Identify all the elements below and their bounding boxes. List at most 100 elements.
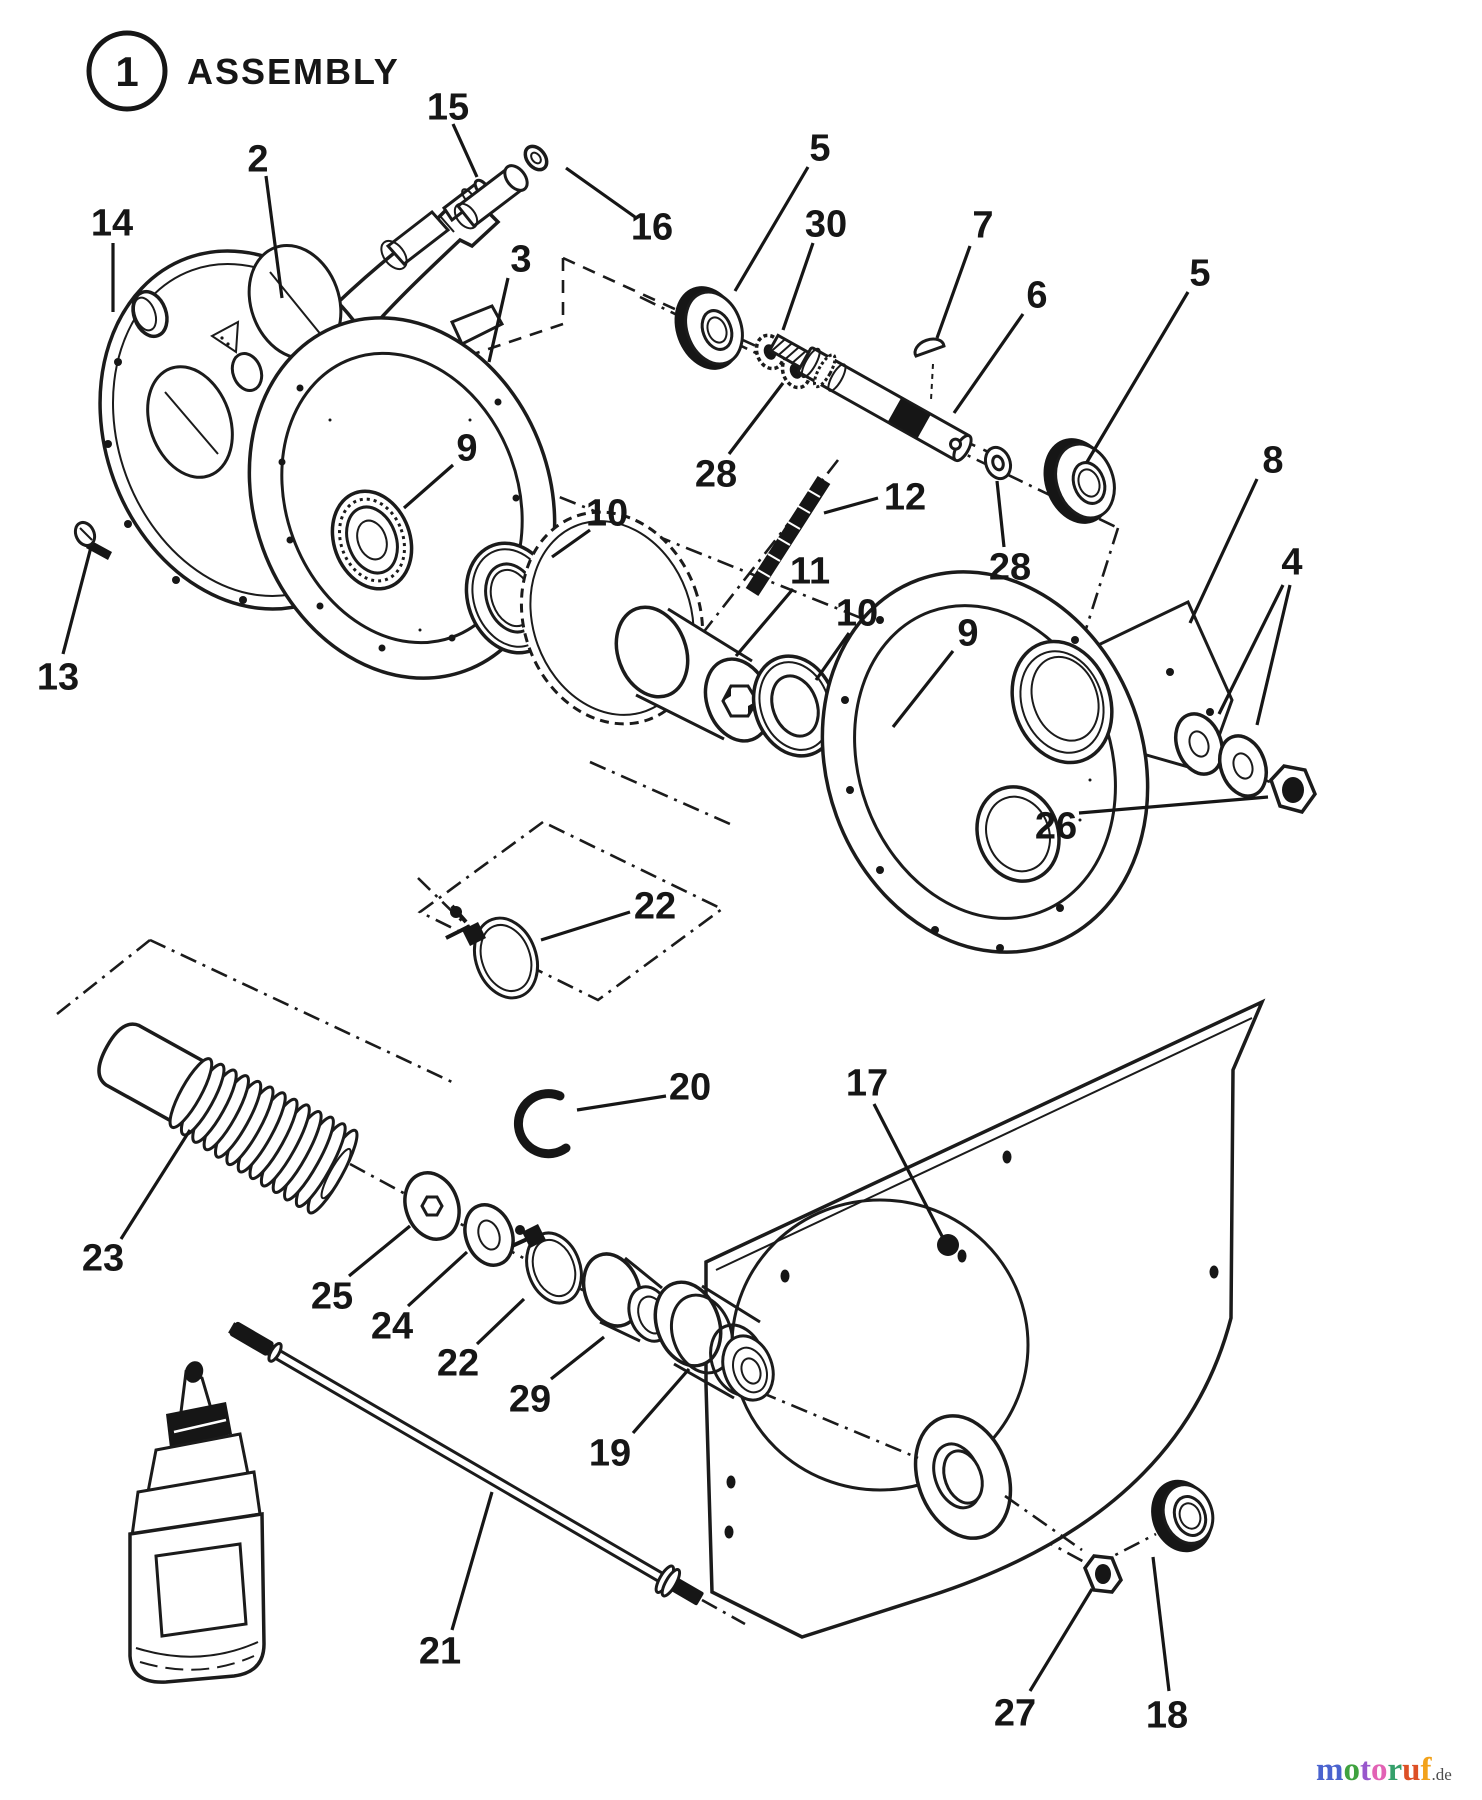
callout-2-leader: [264, 175, 284, 299]
callout-23-leader: [119, 1129, 192, 1240]
watermark-letter: r: [1387, 1752, 1403, 1788]
callout-5: 5: [1189, 253, 1210, 295]
callout-22-leader: [540, 910, 631, 942]
callout-5: 5: [809, 128, 830, 170]
callout-15: 15: [427, 87, 469, 129]
callout-19-leader: [631, 1367, 691, 1435]
callout-27: 27: [994, 1693, 1036, 1735]
sprocket-11-drawing: [519, 510, 773, 743]
washer-25-drawing: [403, 1171, 461, 1241]
callout-13-leader: [61, 546, 93, 655]
callout-6: 6: [1026, 275, 1047, 317]
callout-21: 21: [419, 1631, 461, 1673]
callout-11: 11: [790, 551, 830, 593]
oil-bottle-drawing: [128, 1361, 266, 1684]
washer-24-drawing: [463, 1203, 515, 1267]
callout-16: 16: [631, 207, 673, 249]
callout-12: 12: [884, 477, 926, 519]
watermark-letter: o: [1371, 1752, 1388, 1788]
callout-28: 28: [695, 454, 737, 496]
callout-23: 23: [82, 1238, 124, 1280]
callout-13: 13: [37, 657, 79, 699]
callout-4-leader: [1217, 584, 1285, 715]
callout-25: 25: [311, 1276, 353, 1318]
bearing-5-left-drawing: [674, 286, 744, 370]
callout-26: 26: [1035, 806, 1077, 848]
washers-4-drawing: [1174, 712, 1268, 798]
watermark-word: motoruf: [1316, 1752, 1432, 1788]
bearing-5-right-drawing: [1043, 438, 1116, 524]
callout-9-leader: [891, 650, 955, 728]
callout-3-leader: [487, 277, 510, 363]
coupler-19-drawing: [653, 1280, 775, 1402]
callout-20: 20: [669, 1067, 711, 1109]
callout-4: 4: [1281, 542, 1302, 584]
callout-29: 29: [509, 1379, 551, 1421]
spacer-15-drawing: [453, 164, 529, 230]
callout-8-leader: [1188, 478, 1259, 624]
callout-16-leader: [565, 166, 636, 219]
watermark: motoruf.de: [1316, 1752, 1482, 1794]
washer-28-drawing: [983, 445, 1013, 481]
part-17-dot: [937, 1234, 959, 1256]
nut-27-drawing: [1083, 1554, 1123, 1594]
callout-7-leader: [935, 245, 972, 339]
callout-3: 3: [510, 239, 531, 281]
callout-28-leader: [995, 480, 1006, 548]
washer-16-drawing: [523, 144, 549, 172]
callout-15-leader: [451, 123, 479, 178]
shaft-6-drawing: [767, 333, 973, 463]
watermark-letter: f: [1420, 1752, 1432, 1788]
callout-24-leader: [406, 1250, 469, 1308]
callout-25-leader: [347, 1224, 412, 1278]
panel-hub-rings: [913, 1414, 1013, 1540]
callout-9-leader: [402, 463, 455, 510]
callout-12-leader: [823, 496, 879, 515]
callout-18-leader: [1151, 1556, 1171, 1692]
callout-10-leader: [551, 528, 591, 559]
rod-axis-dash: [701, 1598, 746, 1626]
chain-12-drawing: [745, 475, 831, 597]
callout-10-leader: [814, 632, 851, 681]
assembly-badge-number: 1: [115, 48, 138, 95]
callout-17: 17: [846, 1063, 888, 1105]
callout-2: 2: [247, 139, 268, 181]
callout-30: 30: [805, 204, 847, 246]
panel-drawing: [704, 998, 1266, 1639]
callout-28-leader: [727, 382, 785, 455]
callout-19: 19: [589, 1433, 631, 1475]
callout-26-leader: [1078, 795, 1269, 815]
ring-20-drawing: [513, 1089, 571, 1159]
callout-4-leader: [1255, 584, 1292, 726]
cap-14-drawing: [131, 289, 169, 339]
watermark-letter: u: [1402, 1752, 1421, 1788]
rod-21-drawing: [228, 1321, 704, 1606]
assembly-badge: 1 ASSEMBLY: [86, 30, 398, 112]
key-7-drawing: [913, 337, 946, 401]
callout-22: 22: [634, 886, 676, 928]
callout-18: 18: [1146, 1695, 1188, 1737]
clamp-22-upper-drawing: [445, 904, 539, 1000]
nut-26-drawing: [1269, 764, 1317, 815]
callout-8: 8: [1262, 440, 1283, 482]
callout-22: 22: [437, 1343, 479, 1385]
callout-29-leader: [550, 1335, 605, 1381]
callout-11-leader: [734, 587, 795, 658]
callout-5-leader: [733, 166, 810, 292]
callout-20-leader: [576, 1094, 667, 1112]
bearing-18-drawing: [1151, 1479, 1215, 1553]
callout-9: 9: [456, 428, 477, 470]
callout-10: 10: [586, 493, 628, 535]
clamp-22-lower-drawing: [511, 1224, 583, 1305]
watermark-letter: t: [1360, 1752, 1371, 1788]
callout-27-leader: [1028, 1588, 1094, 1692]
watermark-letter: o: [1343, 1752, 1361, 1788]
screw-13-drawing: [73, 520, 112, 560]
bearing-9-left-drawing: [330, 489, 414, 591]
callout-7: 7: [972, 205, 993, 247]
callout-21-leader: [450, 1491, 494, 1631]
callout-22-leader: [475, 1297, 526, 1346]
